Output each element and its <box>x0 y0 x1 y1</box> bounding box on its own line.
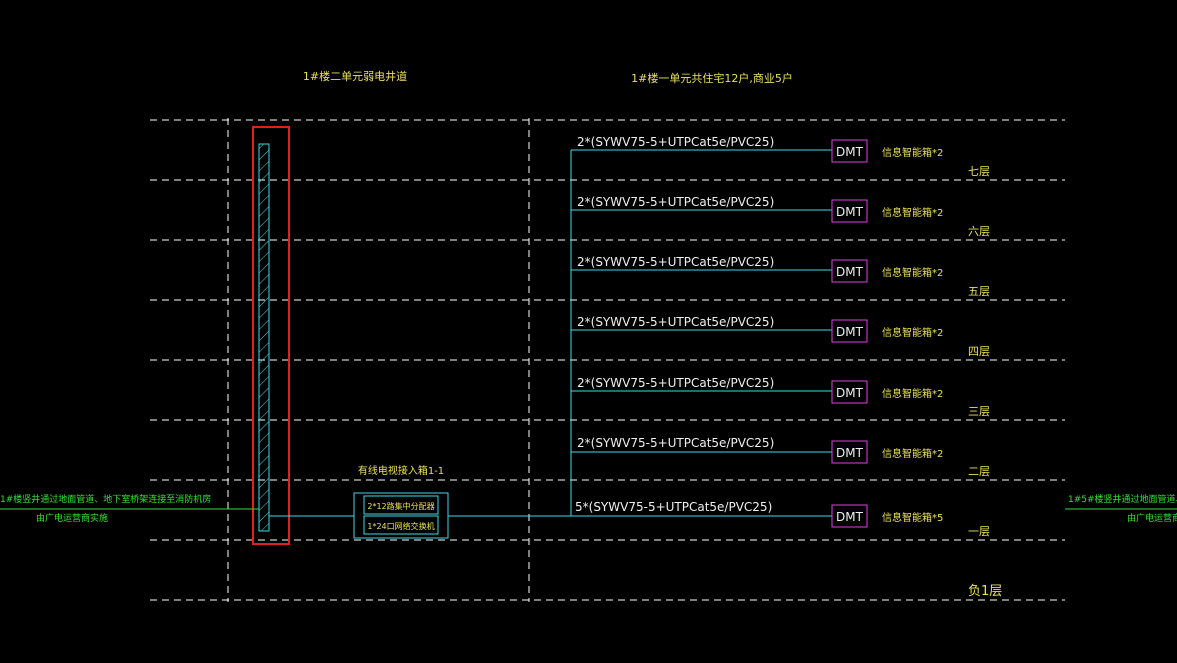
floor-label: 七层 <box>968 165 990 178</box>
title-left: 1#楼二单元弱电井道 <box>303 69 407 83</box>
dmt-label: DMT <box>836 510 864 524</box>
branch-2: 2*(SYWV75-5+UTPCat5e/PVC25) DMT 信息智能箱*2 <box>571 195 943 223</box>
dmt-device[interactable] <box>831 504 868 528</box>
dmt-label: DMT <box>836 446 864 460</box>
cable-label: 2*(SYWV75-5+UTPCat5e/PVC25) <box>577 376 774 390</box>
dmt-device[interactable] <box>831 199 868 223</box>
entry-box-line1: 2*12路集中分配器 <box>367 501 434 511</box>
incoming-left-text-2: 由广电运营商实施 <box>36 512 108 524</box>
info-box-label: 信息智能箱*5 <box>882 511 943 524</box>
section-dividers <box>227 118 530 602</box>
branch-1: 2*(SYWV75-5+UTPCat5e/PVC25) DMT 信息智能箱*2 <box>571 135 943 163</box>
incoming-right-text-2: 由广电运营商实施 <box>1127 512 1177 524</box>
info-box-label: 信息智能箱*2 <box>882 326 943 339</box>
floor-label: 五层 <box>968 285 990 298</box>
dmt-label: DMT <box>836 145 864 159</box>
selection-highlight[interactable] <box>252 126 290 545</box>
dmt-device[interactable] <box>831 259 868 283</box>
floor-lines <box>150 119 1065 601</box>
info-box-label: 信息智能箱*2 <box>882 387 943 400</box>
info-box-label: 信息智能箱*2 <box>882 206 943 219</box>
dmt-device[interactable] <box>831 440 868 464</box>
dmt-label: DMT <box>836 325 864 339</box>
branch-5: 2*(SYWV75-5+UTPCat5e/PVC25) DMT 信息智能箱*2 <box>571 376 943 404</box>
dmt-device[interactable] <box>831 319 868 343</box>
floor-label: 二层 <box>968 465 990 478</box>
branch-4: 2*(SYWV75-5+UTPCat5e/PVC25) DMT 信息智能箱*2 <box>571 315 943 343</box>
info-box-label: 信息智能箱*2 <box>882 266 943 279</box>
cable-label: 2*(SYWV75-5+UTPCat5e/PVC25) <box>577 436 774 450</box>
entry-box-title: 有线电视接入箱1-1 <box>358 464 444 477</box>
dmt-device[interactable] <box>831 380 868 404</box>
floor-label: 三层 <box>968 405 990 418</box>
branch-7: 5*(SYWV75-5+UTPCat5e/PVC25) DMT 信息智能箱*5 <box>575 500 943 528</box>
incoming-right-text-1: 1#5#楼竖井通过地面管道、地下室 <box>1068 493 1177 505</box>
entry-box-line2: 1*24口网络交换机 <box>367 521 434 531</box>
floor-label: 六层 <box>968 225 990 238</box>
dmt-device[interactable] <box>831 139 868 163</box>
cable-label: 5*(SYWV75-5+UTPCat5e/PVC25) <box>575 500 772 514</box>
cable-label: 2*(SYWV75-5+UTPCat5e/PVC25) <box>577 255 774 269</box>
dmt-label: DMT <box>836 386 864 400</box>
floor-label: 负1层 <box>968 584 1002 599</box>
floor-labels: 七层 六层 五层 四层 三层 二层 一层 负1层 <box>968 165 1002 599</box>
branch-3: 2*(SYWV75-5+UTPCat5e/PVC25) DMT 信息智能箱*2 <box>571 255 943 283</box>
info-box-label: 信息智能箱*2 <box>882 146 943 159</box>
dmt-label: DMT <box>836 265 864 279</box>
title-right: 1#楼一单元共住宅12户,商业5户 <box>631 71 793 85</box>
riser-shaft <box>258 143 270 532</box>
floor-label: 四层 <box>968 345 990 358</box>
info-box-label: 信息智能箱*2 <box>882 447 943 460</box>
dmt-label: DMT <box>836 205 864 219</box>
cable-label: 2*(SYWV75-5+UTPCat5e/PVC25) <box>577 135 774 149</box>
entry-box[interactable]: 有线电视接入箱1-1 2*12路集中分配器 1*24口网络交换机 <box>353 464 449 539</box>
branch-6: 2*(SYWV75-5+UTPCat5e/PVC25) DMT 信息智能箱*2 <box>571 436 943 464</box>
cable-label: 2*(SYWV75-5+UTPCat5e/PVC25) <box>577 315 774 329</box>
floor-label: 一层 <box>968 525 990 538</box>
incoming-left-text-1: 1#楼竖井通过地面管道、地下室桥架连接至消防机房 <box>0 493 211 505</box>
cable-label: 2*(SYWV75-5+UTPCat5e/PVC25) <box>577 195 774 209</box>
